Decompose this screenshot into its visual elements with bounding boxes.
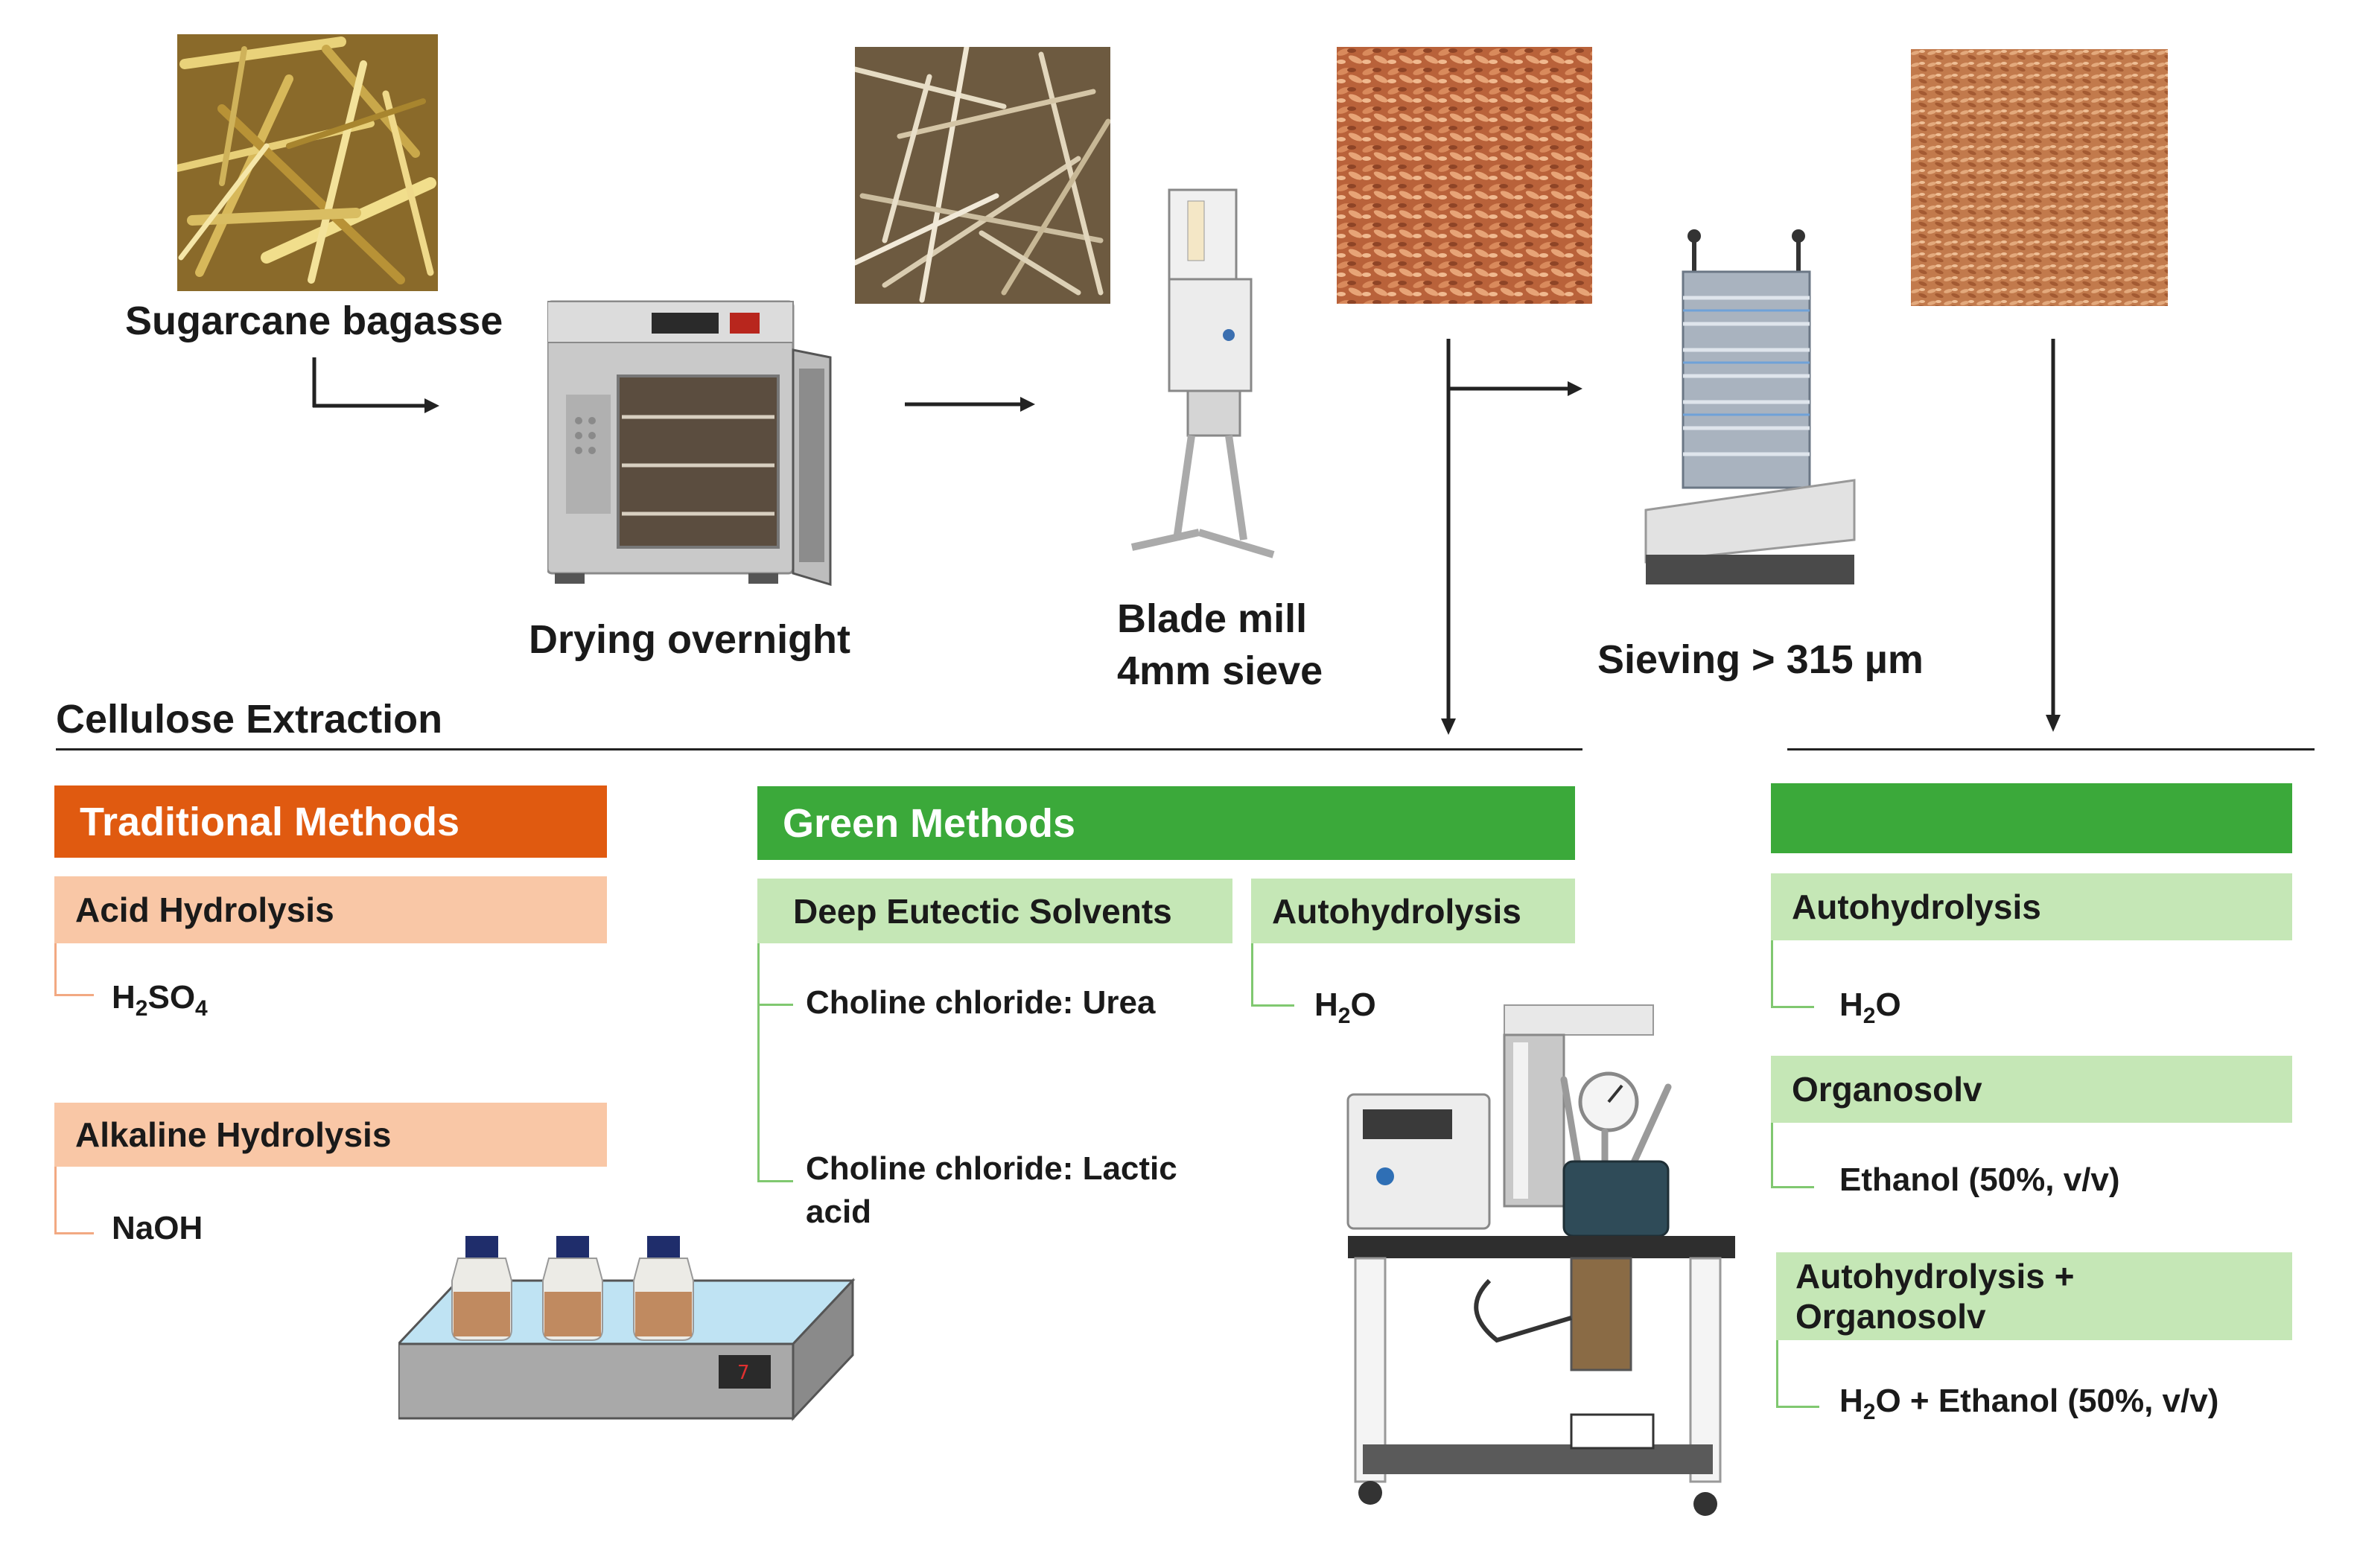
right-methods-header — [1771, 783, 2292, 853]
arrow-sieved-down — [2046, 339, 2061, 732]
des-item-urea: Choline chloride: Urea — [806, 984, 1156, 1021]
right-auto-reagent: H2O — [1839, 987, 1901, 1028]
des-branch-2 — [757, 1180, 793, 1182]
sieving-label: Sieving > 315 µm — [1597, 637, 1924, 682]
organosolv-reagent: Ethanol (50%, v/v) — [1839, 1161, 2120, 1198]
blade-mill-illustration — [1130, 188, 1275, 558]
blade-mill-label-line1: Blade mill — [1117, 596, 1308, 641]
alkaline-tree-connector — [54, 1167, 94, 1234]
green-autohydrolysis-title: Autohydrolysis — [1272, 891, 1521, 931]
green-auto-reagent: H2O — [1314, 987, 1376, 1028]
des-title: Deep Eutectic Solvents — [793, 891, 1172, 931]
des-box: Deep Eutectic Solvents — [757, 879, 1232, 943]
traditional-methods-header: Traditional Methods — [54, 785, 607, 858]
acid-hydrolysis-title: Acid Hydrolysis — [75, 890, 334, 929]
traditional-methods-title: Traditional Methods — [80, 799, 460, 844]
auto-organosolv-reagent: H2O + Ethanol (50%, v/v) — [1839, 1383, 2219, 1424]
reactor-illustration — [1346, 1004, 1735, 1516]
organosolv-tree-connector — [1771, 1123, 1814, 1188]
drying-label: Drying overnight — [529, 617, 851, 662]
organosolv-title: Organosolv — [1792, 1070, 1982, 1109]
alkaline-reagent: NaOH — [112, 1210, 203, 1246]
right-autohydrolysis-box: Autohydrolysis — [1771, 873, 2292, 940]
section-rule-left — [56, 748, 1582, 750]
auto-organosolv-tree-connector — [1776, 1340, 1819, 1408]
section-title: Cellulose Extraction — [56, 697, 443, 742]
des-item-lactic: Choline chloride: Lactic — [806, 1150, 1177, 1187]
acid-reagent: H2SO4 — [112, 979, 208, 1021]
des-tree-connector — [757, 943, 795, 1182]
organosolv-box: Organosolv — [1771, 1056, 2292, 1123]
arrow-oven-to-mill — [905, 397, 1035, 412]
svg-text:7: 7 — [737, 1362, 750, 1384]
green-methods-header: Green Methods — [757, 786, 1575, 860]
drying-oven-illustration — [547, 300, 832, 587]
blade-mill-label-line2: 4mm sieve — [1117, 648, 1323, 693]
bagasse-label: Sugarcane bagasse — [125, 299, 503, 343]
auto-organosolv-box: Autohydrolysis + Organosolv — [1776, 1252, 2292, 1340]
alkaline-hydrolysis-box: Alkaline Hydrolysis — [54, 1103, 607, 1167]
green-auto-tree-connector — [1251, 943, 1294, 1007]
bagasse-photo — [177, 34, 438, 291]
auto-organosolv-title-line2: Organosolv — [1795, 1297, 1986, 1336]
right-autohydrolysis-title: Autohydrolysis — [1792, 887, 2041, 926]
arrow-milled-split — [1441, 339, 1582, 735]
right-auto-tree-connector — [1771, 940, 1814, 1008]
des-branch-1 — [757, 1004, 793, 1006]
acid-hydrolysis-box: Acid Hydrolysis — [54, 876, 607, 943]
sieve-shaker-illustration — [1644, 229, 1856, 584]
section-rule-right — [1787, 748, 2315, 750]
des-item-lactic-cont: acid — [806, 1193, 872, 1230]
acid-tree-connector — [54, 943, 94, 996]
water-bath-illustration: 7 — [398, 1236, 856, 1421]
dried-fiber-photo — [855, 47, 1110, 304]
green-autohydrolysis-box: Autohydrolysis — [1251, 879, 1575, 943]
alkaline-hydrolysis-title: Alkaline Hydrolysis — [75, 1115, 392, 1154]
arrow-bagasse-to-oven — [312, 357, 439, 413]
sieved-bagasse-photo — [1911, 49, 2168, 306]
auto-organosolv-title-line1: Autohydrolysis + — [1795, 1257, 2075, 1295]
green-methods-title: Green Methods — [783, 800, 1076, 846]
milled-bagasse-photo — [1337, 47, 1592, 304]
